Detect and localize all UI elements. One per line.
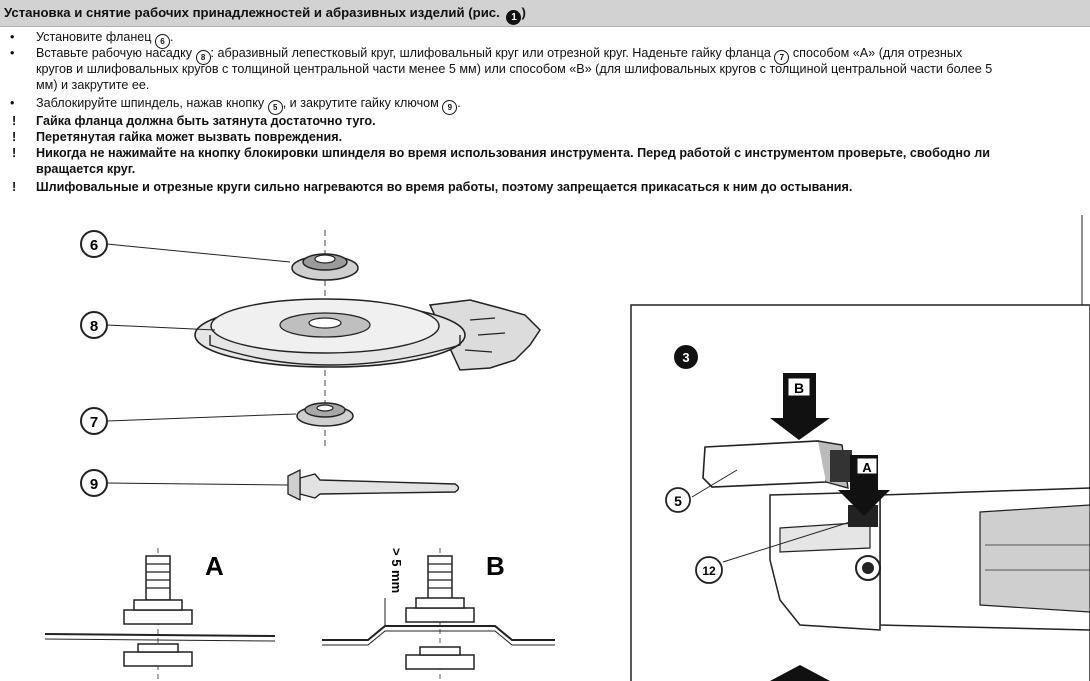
callout-ref: 8 xyxy=(195,50,211,65)
warning-text: Перетянутая гайка может вызвать поврежде… xyxy=(36,130,343,144)
callout-circle: 9 xyxy=(80,469,108,497)
abrasive-disc-part xyxy=(194,298,541,371)
warning-mark: ! xyxy=(12,130,17,144)
step-text: : абразивный лепестковый круг, шлифоваль… xyxy=(210,46,771,60)
step-text: Заблокируйте шпиндель, нажав кнопку xyxy=(36,96,265,110)
figure-reference-badge: 1 xyxy=(506,10,522,25)
callout-circle: 6 xyxy=(80,230,108,258)
arrow-a-label: A xyxy=(862,460,872,475)
step-text: , и закрутите гайку ключом xyxy=(282,96,439,110)
method-b-label: B xyxy=(486,551,505,581)
callout-circle: 7 xyxy=(80,407,108,435)
warning-mark: ! xyxy=(12,146,17,160)
callout-label: 6 xyxy=(90,237,98,254)
assembly-illustration: 6 8 7 9 xyxy=(44,215,1090,681)
step-text: способом «A» (для отрезных xyxy=(792,46,963,60)
step-text: . xyxy=(170,30,174,44)
method-a-diagram: A xyxy=(44,548,276,681)
flange-part xyxy=(291,253,359,281)
figure-number: 3 xyxy=(682,350,689,365)
step-text: мм) и закрутите ее. xyxy=(36,78,150,92)
section-header: Установка и снятие рабочих принадлежност… xyxy=(0,0,1090,27)
callout-label: 9 xyxy=(90,476,98,493)
callout-label: 8 xyxy=(90,318,98,335)
warning-text: вращается круг. xyxy=(36,162,136,176)
step-text: . xyxy=(457,96,461,110)
warning-text: Никогда не нажимайте на кнопку блокировк… xyxy=(36,146,990,160)
leader-line xyxy=(106,243,291,263)
method-b-diagram: B > 5 mm xyxy=(322,548,555,681)
step-text: Установите фланец xyxy=(36,30,152,44)
callout-button-label: 5 xyxy=(674,493,682,509)
title-text: Установка и снятие рабочих принадлежност… xyxy=(4,5,500,20)
title-close-paren: ) xyxy=(521,5,526,20)
step-text: Вставьте рабочую насадку xyxy=(36,46,193,60)
callout-circle: 8 xyxy=(80,311,108,339)
spanner-wrench-part xyxy=(287,468,460,502)
section-title: Установка и снятие рабочих принадлежност… xyxy=(4,5,526,25)
callout-ref: 5 xyxy=(267,100,283,115)
dimension-label: > 5 mm xyxy=(389,548,404,593)
step-text: кругов и шлифовальных кругов с толщиной … xyxy=(36,62,993,76)
callout-lock-label: 12 xyxy=(702,564,716,578)
arrow-b-label: B xyxy=(794,380,804,396)
callout-label: 7 xyxy=(90,414,98,431)
bullet-mark: • xyxy=(10,46,15,60)
callout-ref: 6 xyxy=(155,34,171,49)
warning-text: Гайка фланца должна быть затянута достат… xyxy=(36,114,376,128)
leader-line xyxy=(106,324,216,331)
warning-mark: ! xyxy=(12,114,17,128)
figure-3-panel: 3 B A 5 12 xyxy=(630,215,1090,681)
flange-nut-part xyxy=(296,402,354,427)
method-a-label: A xyxy=(205,551,224,581)
warning-text: Шлифовальные и отрезные круги сильно наг… xyxy=(36,180,853,194)
callout-ref: 9 xyxy=(442,100,458,115)
leader-line xyxy=(106,482,289,486)
warning-mark: ! xyxy=(12,180,17,194)
bullet-mark: • xyxy=(10,96,15,110)
bullet-mark: • xyxy=(10,30,15,44)
leader-line xyxy=(106,413,297,422)
